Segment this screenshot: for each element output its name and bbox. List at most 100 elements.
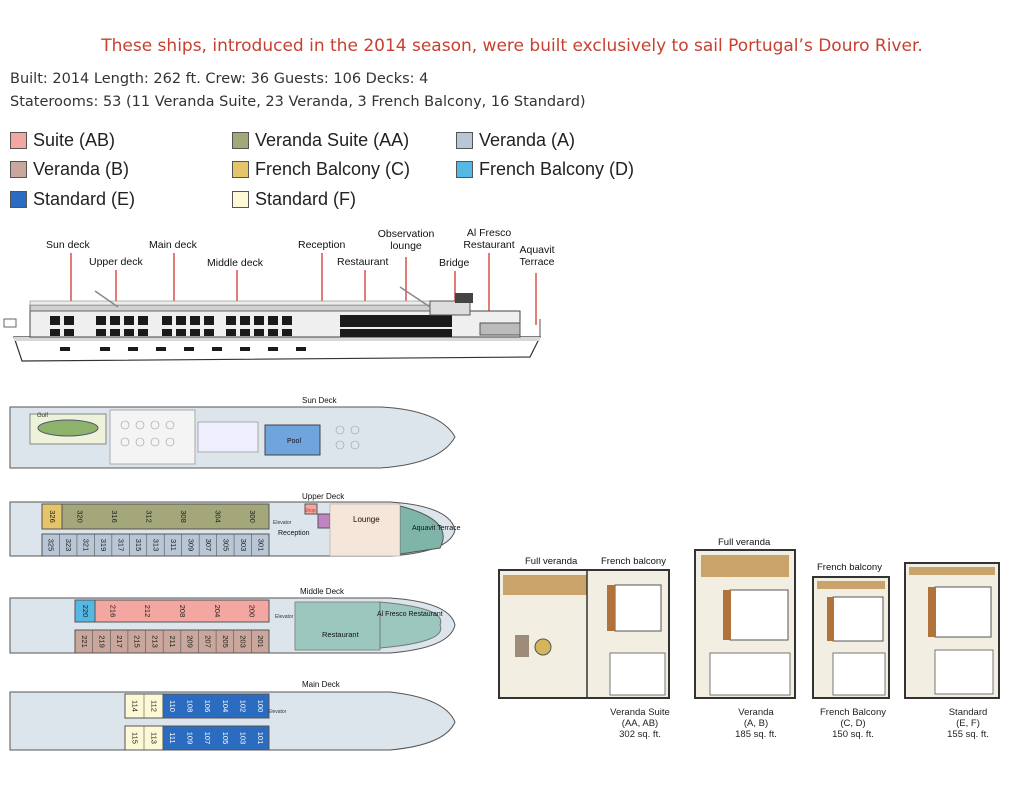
label-aquavit-terrace: Aquavit Terrace xyxy=(519,244,555,268)
cabin-number: 304 xyxy=(213,510,222,523)
cabin-number: 111 xyxy=(168,732,177,743)
size-veranda-suite: Veranda Suite (AA, AB) 302 sq. ft. xyxy=(595,707,685,740)
cabin-number: 212 xyxy=(143,605,152,618)
size-area: 155 sq. ft. xyxy=(947,729,989,740)
cabin-number: 208 xyxy=(178,605,187,618)
size-category: (C, D) xyxy=(840,718,866,729)
deck-plans: Golf Pool Sun Deck Upper Deck Reception … xyxy=(9,396,461,751)
golf-label: Golf xyxy=(37,413,48,419)
legend-item-veranda-b: Veranda (B) xyxy=(10,159,129,180)
legend: Suite (AB) Veranda Suite (AA) Veranda (A… xyxy=(10,130,670,214)
cabin-number: 100 xyxy=(256,700,265,713)
cabin-number: 221 xyxy=(80,635,89,648)
cabin-number: 213 xyxy=(150,635,159,648)
middle-deck-plan: Middle Deck Elevator Restaurant Al Fresc… xyxy=(9,587,456,654)
pool-label: Pool xyxy=(287,438,301,445)
swatch-french-balcony-c xyxy=(232,161,249,178)
upper-deck-title: Upper Deck xyxy=(302,492,345,501)
cabin-number: 114 xyxy=(131,700,140,712)
label-sun-deck: Sun deck xyxy=(46,239,90,251)
cabin-number: 103 xyxy=(239,732,248,745)
cabin-number: 211 xyxy=(168,636,177,648)
swatch-veranda-a xyxy=(456,132,473,149)
cabin-number: 106 xyxy=(203,700,212,713)
cabin-number: 209 xyxy=(186,635,195,648)
legend-label: Veranda Suite (AA) xyxy=(255,130,410,150)
ship-profile: Sun deck Upper deck Main deck Middle dec… xyxy=(0,225,600,375)
size-standard: Standard (E, F) 155 sq. ft. xyxy=(933,707,1003,740)
legend-label: Standard (F) xyxy=(255,189,357,209)
middle-deck-title: Middle Deck xyxy=(300,587,345,596)
cabin-number: 305 xyxy=(221,539,230,552)
cabin-number: 326 xyxy=(48,510,57,523)
cabin-number: 319 xyxy=(99,539,108,552)
cabin-number: 215 xyxy=(133,635,142,648)
legend-label: Suite (AB) xyxy=(33,130,116,150)
upper-terrace-label: Aquavit Terrace xyxy=(412,525,461,532)
cabin-number: 321 xyxy=(82,539,91,552)
ship-specs: Built: 2014 Length: 262 ft. Crew: 36 Gue… xyxy=(10,71,429,87)
legend-label: French Balcony (C) xyxy=(255,159,411,179)
upper-reception-label: Reception xyxy=(278,530,310,537)
cabin-number: 200 xyxy=(248,605,257,618)
size-name: Veranda xyxy=(738,707,774,718)
legend-label: Veranda (B) xyxy=(33,159,130,179)
headline: These ships, introduced in the 2014 seas… xyxy=(101,36,923,56)
cabin-number: 108 xyxy=(186,700,195,713)
swatch-standard-f xyxy=(232,191,249,208)
cabin-number: 115 xyxy=(131,732,140,744)
ship-profile-drawing xyxy=(3,253,541,362)
cabin-number: 219 xyxy=(97,635,106,648)
cabin-number: 303 xyxy=(239,539,248,552)
cabin-number: 309 xyxy=(186,539,195,552)
cabin-number: 105 xyxy=(221,732,230,745)
size-area: 150 sq. ft. xyxy=(832,729,874,740)
size-category: (AA, AB) xyxy=(621,718,659,729)
cabin-number: 107 xyxy=(203,732,212,745)
cabin-number: 316 xyxy=(110,510,119,523)
size-category: (E, F) xyxy=(956,718,980,729)
cabin-number: 205 xyxy=(221,635,230,648)
main-deck-title: Main Deck xyxy=(302,680,341,689)
swatch-veranda-suite-aa xyxy=(232,132,249,149)
cabin-number: 101 xyxy=(256,732,265,745)
label-middle-deck: Middle deck xyxy=(207,257,264,269)
label-french-balcony-suite: French balcony xyxy=(601,556,666,567)
label-full-veranda-suite: Full veranda xyxy=(525,556,578,567)
label-al-fresco: Al Fresco Restaurant xyxy=(463,227,515,251)
legend-item-suite-ab: Suite (AB) xyxy=(10,130,115,151)
label-restaurant: Restaurant xyxy=(337,256,389,268)
legend-item-french-balcony-c: French Balcony (C) xyxy=(232,159,410,180)
label-bridge: Bridge xyxy=(439,257,470,269)
legend-label: Standard (E) xyxy=(33,189,136,209)
size-veranda: Veranda (A, B) 185 sq. ft. xyxy=(721,707,791,740)
size-area: 185 sq. ft. xyxy=(735,729,777,740)
size-area: 302 sq. ft. xyxy=(619,729,661,740)
swatch-standard-e xyxy=(10,191,27,208)
cabin-number: 320 xyxy=(75,510,84,523)
cabin-number: 300 xyxy=(248,510,257,523)
swatch-french-balcony-d xyxy=(456,161,473,178)
cabin-number: 301 xyxy=(256,539,265,552)
cabin-number: 110 xyxy=(168,700,177,712)
sun-deck-title: Sun Deck xyxy=(302,396,338,405)
cabin-number: 204 xyxy=(213,605,222,618)
cabin-number: 207 xyxy=(203,635,212,648)
cabin-number: 216 xyxy=(108,605,117,618)
staterooms-summary: Staterooms: 53 (11 Veranda Suite, 23 Ver… xyxy=(10,94,586,110)
size-name: Veranda Suite xyxy=(610,707,670,718)
shop-label: Shop xyxy=(304,508,316,514)
upper-deck-plan: Upper Deck Reception Elevator Shop Loung… xyxy=(9,492,461,557)
cabin-number: 311 xyxy=(169,539,178,551)
label-observation-lounge: Observation lounge xyxy=(377,228,435,252)
label-upper-deck: Upper deck xyxy=(89,256,143,268)
legend-item-veranda-suite-aa: Veranda Suite (AA) xyxy=(232,130,409,151)
cabin-number: 203 xyxy=(239,635,248,648)
cabin-number: 315 xyxy=(134,539,143,552)
